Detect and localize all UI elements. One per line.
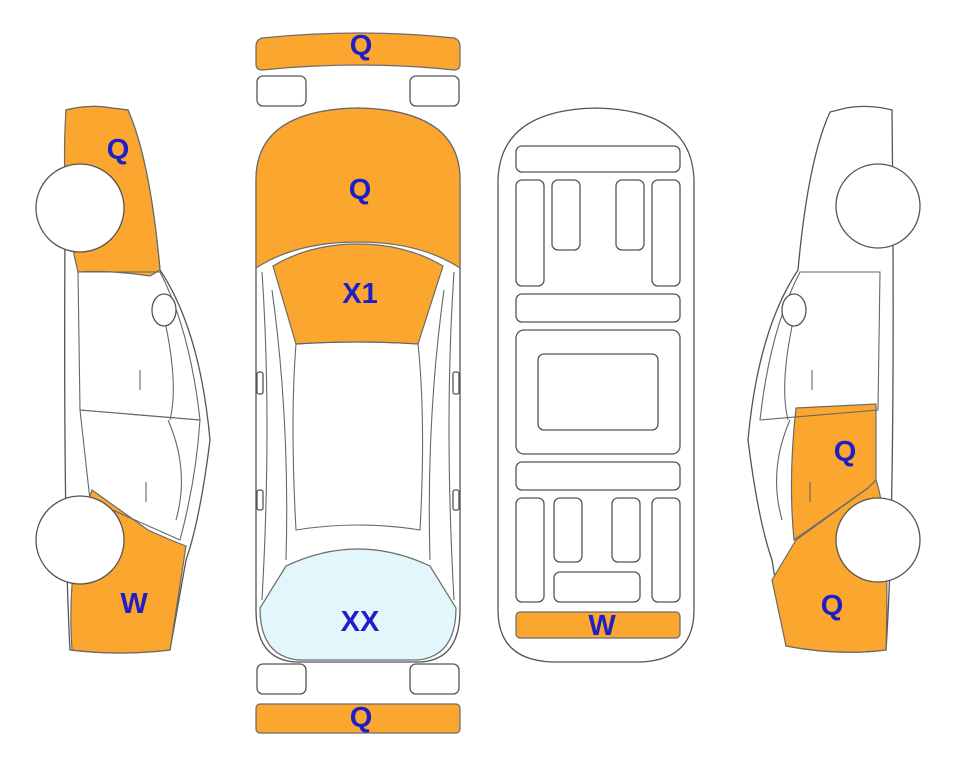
- underbody-panel-4: [651, 179, 681, 287]
- rear-bumper-label: Q: [350, 702, 373, 734]
- top-view-car: Q X1 XX: [255, 107, 461, 663]
- left-front-fender-label: Q: [107, 134, 130, 166]
- right-mirror: [452, 371, 460, 395]
- roof-outline: [292, 341, 424, 531]
- right-front-wheel: [835, 163, 921, 249]
- underbody-front-bar: [515, 145, 681, 173]
- rear-bumper-panel[interactable]: [255, 703, 461, 734]
- underbody-bar-3: [515, 461, 681, 491]
- hood-label: Q: [349, 174, 372, 206]
- left-door-handle: [256, 489, 264, 511]
- left-front-wheel: [35, 163, 125, 253]
- rear-bumper-group: Q: [255, 702, 461, 734]
- left-mirror: [256, 371, 264, 395]
- underbody-panel-6: [553, 497, 583, 563]
- underbody-panel-7: [611, 497, 641, 563]
- left-window-line-2: [167, 419, 182, 521]
- front-left-headlight: [256, 75, 307, 107]
- underbody-bar-2: [515, 293, 681, 323]
- left-side-rail: [261, 271, 268, 601]
- left-rear-wheel: [35, 495, 125, 585]
- underbody-rear-panel[interactable]: [515, 611, 681, 639]
- underbody-center-box: [537, 353, 659, 431]
- underbody-view: W: [497, 107, 695, 663]
- underbody-panel-5: [515, 497, 545, 603]
- front-bumper-group: Q: [255, 30, 461, 71]
- right-window-line-2: [776, 419, 791, 521]
- right-rear-quarter-label: Q: [821, 590, 844, 622]
- left-side-rail-inner: [271, 289, 288, 561]
- underbody-panel-2: [551, 179, 581, 251]
- windshield-label: X1: [342, 278, 377, 310]
- right-side-view: Q Q: [747, 105, 921, 653]
- right-mirror-side: [781, 293, 807, 327]
- rear-window-panel[interactable]: [259, 548, 457, 661]
- left-rear-door: [79, 409, 201, 541]
- left-rear-quarter-label: W: [120, 588, 148, 620]
- hood-panel[interactable]: [255, 107, 461, 270]
- left-mirror-side: [151, 293, 177, 327]
- right-rear-door-label: Q: [834, 436, 857, 468]
- left-side-view: Q W: [35, 105, 211, 654]
- rear-left-taillight: [256, 663, 307, 695]
- underbody-panel-8: [651, 497, 681, 603]
- right-side-rail-inner: [428, 289, 445, 561]
- right-side-rail: [448, 271, 455, 601]
- right-rear-wheel: [835, 497, 921, 583]
- underbody-panel-3: [615, 179, 645, 251]
- rear-window-label: XX: [341, 606, 380, 638]
- underbody-panel-1: [515, 179, 545, 287]
- front-bumper-panel[interactable]: [255, 32, 461, 71]
- rear-right-taillight: [409, 663, 460, 695]
- underbody-rear-label: W: [588, 610, 616, 642]
- underbody-panel-9: [553, 571, 641, 603]
- right-front-door: [759, 271, 881, 421]
- right-door-handle: [452, 489, 460, 511]
- front-right-headlight: [409, 75, 460, 107]
- front-bumper-label: Q: [350, 30, 373, 62]
